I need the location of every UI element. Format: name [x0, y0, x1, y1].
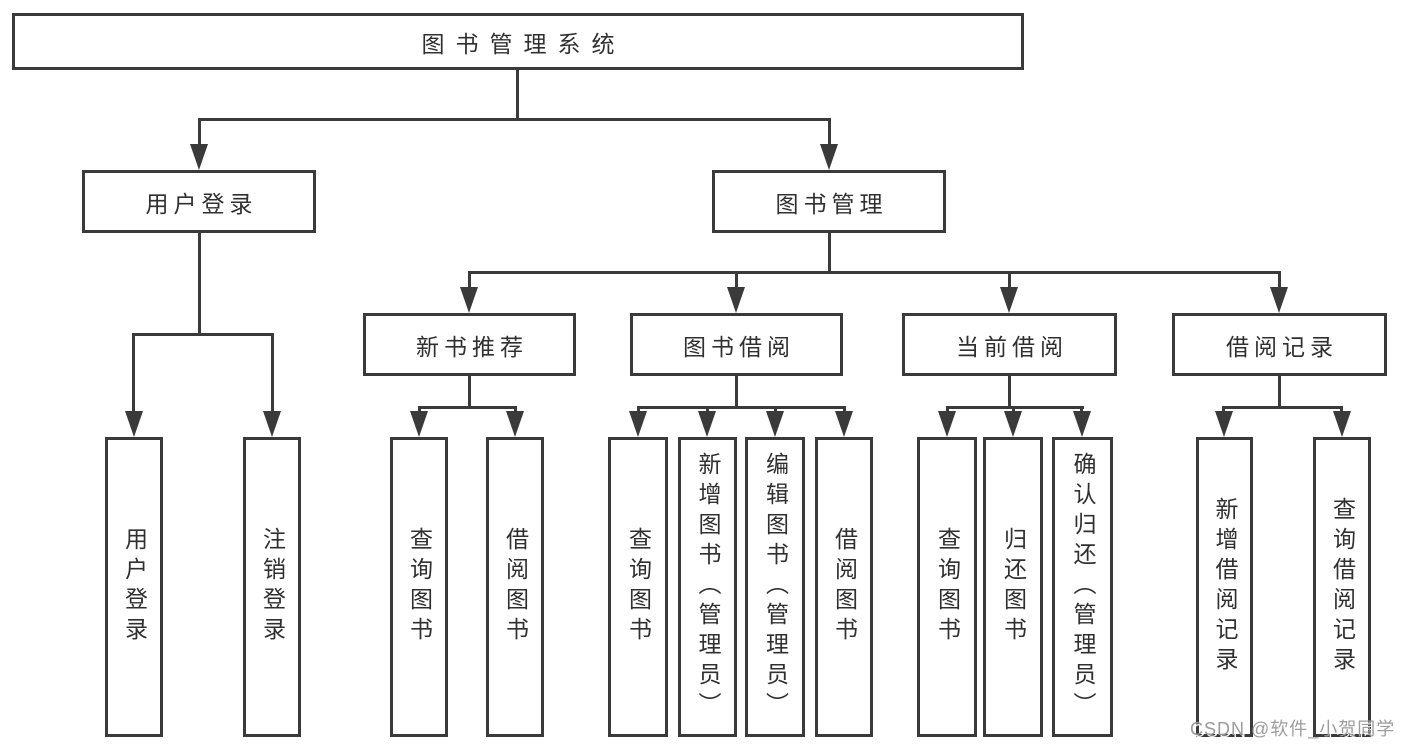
connector-stub-ul-logout: [271, 333, 274, 418]
connector-current-borrow-drop: [1008, 376, 1011, 409]
node-book-mgmt: 图书管理: [712, 170, 946, 233]
arrow-down-icon: [460, 287, 478, 313]
arrow-down-icon: [1270, 287, 1288, 313]
node-leaf-bb-borrow-book: 借阅图书: [815, 437, 873, 737]
node-label: 借阅记录: [1226, 333, 1338, 360]
arrow-down-icon: [727, 287, 745, 313]
connector-stub-book-borrow: [735, 271, 738, 292]
connector-stub-book-mgmt: [828, 118, 831, 154]
connector-book-borrow-drop: [735, 376, 738, 409]
node-label: 新增借阅记录: [1212, 497, 1238, 677]
node-book-borrow: 图书借阅: [630, 313, 843, 376]
node-label: 新书推荐: [416, 333, 528, 360]
node-label: 注销登录: [259, 527, 286, 647]
connector-stub-borrow-record: [1278, 271, 1281, 292]
node-leaf-logout: 注销登录: [243, 437, 301, 737]
connector-book-mgmt-drop: [828, 233, 831, 274]
arrow-down-icon: [1000, 287, 1018, 313]
connector-root-split: [198, 118, 831, 121]
connector-current-borrow-split: [946, 406, 1084, 409]
node-leaf-cb-query-book: 查询图书: [917, 437, 977, 737]
arrow-down-icon: [698, 411, 716, 437]
node-label: 图书借阅: [683, 333, 795, 360]
connector-new-book-rec-split: [418, 406, 517, 409]
arrow-down-icon: [1333, 411, 1351, 437]
watermark: CSDN @软件_小贺同学: [1190, 719, 1396, 739]
node-current-borrow: 当前借阅: [902, 313, 1117, 376]
node-label: 图书管理系统: [421, 30, 626, 57]
connector-user-login-drop: [198, 233, 201, 336]
arrow-down-icon: [938, 411, 956, 437]
arrow-down-icon: [766, 411, 784, 437]
node-leaf-cb-return-book: 归还图书: [983, 437, 1043, 737]
node-label: 查询图书: [406, 527, 433, 647]
node-borrow-record: 借阅记录: [1172, 313, 1387, 376]
node-label: 新增图书（管理员）: [695, 452, 721, 722]
connector-stub-new-book-rec: [468, 271, 471, 292]
arrow-down-icon: [190, 144, 208, 170]
node-label: 借阅图书: [831, 527, 858, 647]
connector-stub-current-borrow: [1008, 271, 1011, 292]
connector-book-mgmt-split: [468, 271, 1281, 274]
arrow-down-icon: [820, 144, 838, 170]
node-leaf-nb-borrow-book: 借阅图书: [486, 437, 544, 737]
connector-borrow-record-drop: [1278, 376, 1281, 409]
node-leaf-bb-query-book: 查询图书: [608, 437, 668, 737]
node-label: 编辑图书（管理员）: [762, 452, 789, 722]
node-label: 用户登录: [145, 190, 258, 217]
node-label: 归还图书: [1000, 527, 1027, 647]
node-leaf-br-query-record: 查询借阅记录: [1313, 437, 1371, 737]
arrow-down-icon: [506, 411, 524, 437]
arrow-down-icon: [125, 411, 143, 437]
node-root: 图书管理系统: [12, 13, 1024, 70]
arrow-down-icon: [410, 411, 428, 437]
node-label: 图书管理: [775, 190, 888, 217]
node-label: 查询图书: [625, 527, 652, 647]
connector-user-login-split: [132, 333, 274, 336]
connector-borrow-record-split: [1222, 406, 1343, 409]
connector-new-book-rec-drop: [468, 376, 471, 409]
arrow-down-icon: [629, 411, 647, 437]
connector-book-borrow-split: [637, 406, 846, 409]
node-label: 查询图书: [934, 527, 961, 647]
arrow-down-icon: [1215, 411, 1233, 437]
node-new-book-rec: 新书推荐: [363, 313, 576, 376]
node-leaf-nb-query-book: 查询图书: [390, 437, 448, 737]
connector-root-drop: [516, 70, 519, 120]
node-leaf-br-add-record: 新增借阅记录: [1196, 437, 1253, 737]
node-label: 当前借阅: [956, 333, 1068, 360]
node-leaf-cb-confirm-return: 确认归还（管理员）: [1052, 437, 1113, 737]
connector-stub-ul-user-login: [132, 333, 135, 418]
node-label: 借阅图书: [502, 527, 529, 647]
node-label: 确认归还（管理员）: [1070, 452, 1096, 722]
arrow-down-icon: [263, 411, 281, 437]
node-leaf-user-login: 用户登录: [105, 437, 163, 737]
arrow-down-icon: [1004, 411, 1022, 437]
connector-stub-user-login: [198, 118, 201, 154]
node-label: 查询借阅记录: [1329, 497, 1356, 677]
arrow-down-icon: [835, 411, 853, 437]
node-user-login: 用户登录: [82, 170, 316, 233]
arrow-down-icon: [1073, 411, 1091, 437]
node-label: 用户登录: [121, 527, 148, 647]
node-leaf-bb-edit-book: 编辑图书（管理员）: [745, 437, 805, 737]
node-leaf-bb-add-book: 新增图书（管理员）: [678, 437, 737, 737]
